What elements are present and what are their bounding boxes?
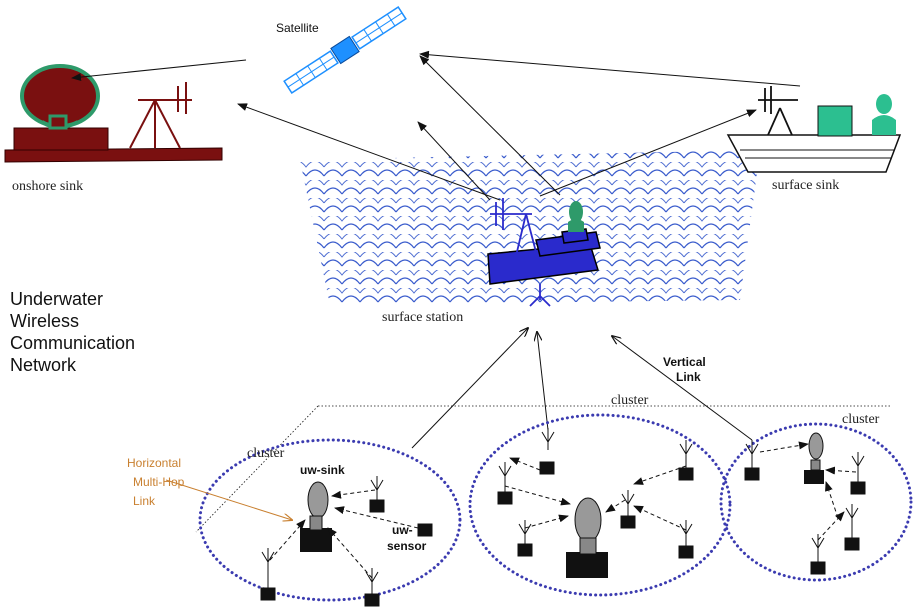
sensor-node: [678, 440, 694, 481]
sensor-node: [369, 476, 385, 513]
title-line: Network: [10, 355, 77, 375]
uw-sink-mid: [566, 497, 608, 578]
sensor-node: [417, 523, 433, 537]
onshore-sink-label: onshore sink: [12, 179, 83, 194]
horizontal-links: [269, 441, 857, 579]
surface-station-label: surface station: [382, 310, 463, 325]
sensor-node: [517, 520, 533, 557]
vertical-link-label-1: Vertical: [663, 355, 706, 369]
horizontal-link-label-3: Link: [133, 494, 156, 508]
title-line: Wireless: [10, 311, 80, 331]
surface-station-icon: [487, 198, 601, 307]
horizontal-link-label-1: Horizontal: [127, 456, 181, 470]
uw-sink-label: uw-sink: [300, 463, 345, 477]
vertical-link-label-2: Link: [676, 370, 701, 384]
sensor-node: [539, 461, 555, 475]
title-line: Underwater: [10, 289, 104, 309]
sensor-node: [678, 520, 694, 559]
horizontal-link-pointer: [165, 479, 292, 520]
horizontal-link-label-2: Multi-Hop: [133, 475, 185, 489]
surface-links: [71, 50, 801, 201]
sensor-node: [844, 504, 860, 551]
satellite-label: Satellite: [276, 21, 319, 35]
cluster-right-label: cluster: [842, 412, 880, 427]
cluster-left-label: cluster: [247, 446, 285, 461]
sensor-node: [850, 452, 866, 495]
title-line: Communication: [10, 333, 136, 353]
uw-sensor-label-2: sensor: [387, 539, 427, 553]
sensor-nodes: [260, 428, 866, 607]
clusters: [198, 413, 913, 602]
sensor-node: [620, 490, 636, 529]
diagram-title: Underwater Wireless Communication Networ…: [10, 288, 135, 376]
sensor-node: [744, 440, 760, 481]
sensor-node: [541, 428, 555, 450]
cluster-mid-label: cluster: [611, 393, 649, 408]
cluster-left-outline: [198, 438, 462, 602]
sensor-node: [497, 462, 513, 505]
uw-sink-left: [300, 481, 332, 552]
sensor-node: [810, 534, 826, 575]
cluster-right-outline: [719, 422, 913, 582]
cluster-mid-outline: [468, 413, 732, 597]
surface-sink-label: surface sink: [772, 178, 839, 193]
uw-sink-right: [804, 432, 824, 484]
seabed-outline: [195, 405, 890, 533]
sensor-node: [364, 568, 380, 607]
uw-sensor-label-1: uw-: [392, 523, 413, 537]
satellite-icon: [283, 6, 407, 94]
surface-sink-icon: [726, 86, 902, 173]
sensor-node: [260, 548, 276, 601]
onshore-sink-icon: [4, 64, 223, 163]
vertical-links: [411, 328, 753, 449]
